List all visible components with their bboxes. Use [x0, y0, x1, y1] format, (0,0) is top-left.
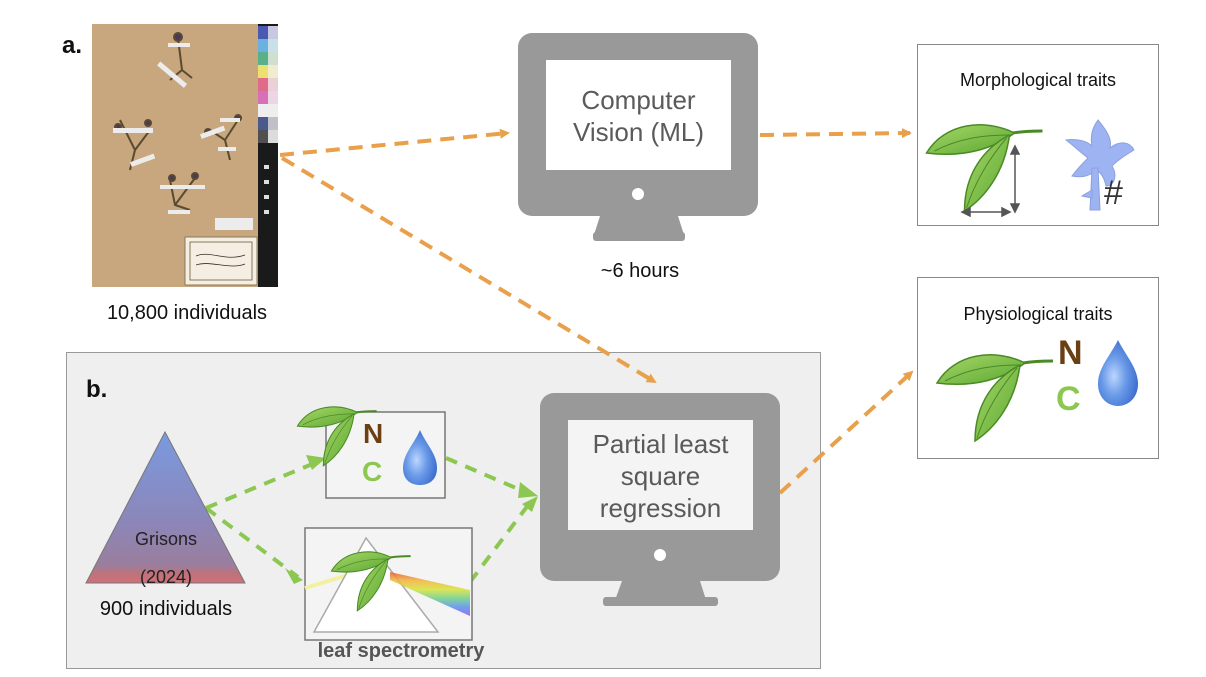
- flower-icon: [1064, 119, 1135, 211]
- plsr-line2: square: [620, 461, 701, 491]
- chem-carbon-label: C: [362, 456, 383, 487]
- arrow-herbarium-to-cv: [279, 128, 510, 157]
- physiological-traits-title: Physiological traits: [963, 304, 1113, 324]
- green-arrowheads: [285, 455, 538, 584]
- plsr-monitor-label: Partial least square regression: [568, 428, 753, 524]
- morphological-traits-title: Morphological traits: [959, 70, 1117, 90]
- cv-line2: Vision (ML): [572, 117, 704, 147]
- chem-water-drop-icon: [403, 430, 437, 485]
- duration-caption: ~6 hours: [600, 260, 680, 282]
- physio-carbon-label: C: [1056, 380, 1081, 418]
- arrow-herbarium-to-plsr: [280, 156, 657, 384]
- plsr-line1: Partial least: [592, 429, 729, 459]
- triangle-line2: (2024): [139, 567, 193, 587]
- green-arrows: [204, 456, 534, 584]
- panel-a-label: a.: [62, 32, 83, 59]
- plsr-monitor: [540, 393, 780, 606]
- grisons-triangle: [85, 430, 246, 584]
- physio-water-drop-icon: [1098, 340, 1138, 406]
- morphological-traits-box: [917, 44, 1159, 226]
- count-symbol: #: [1104, 174, 1123, 212]
- morph-measure-arrows-icon: [960, 144, 1021, 218]
- herbarium-caption: 10,800 individuals: [106, 302, 268, 324]
- triangle-label: Grisons (2024): [96, 520, 236, 596]
- panel-b-label: b.: [86, 376, 108, 403]
- cv-line1: Computer: [581, 85, 696, 115]
- spectrometry-caption: leaf spectrometry: [317, 640, 485, 662]
- computer-vision-monitor: [518, 33, 758, 241]
- triangle-line1: Grisons: [134, 529, 197, 549]
- herbarium-specimen-image: [92, 24, 278, 287]
- plsr-line3: regression: [599, 493, 722, 523]
- physio-nitrogen-label: N: [1058, 334, 1083, 372]
- physiological-traits-box: [917, 277, 1159, 459]
- cv-monitor-label: Computer Vision (ML): [546, 84, 731, 148]
- arrow-cv-to-morph: [759, 128, 912, 139]
- arrow-plsr-to-physio: [778, 370, 914, 495]
- chem-nitrogen-label: N: [363, 418, 384, 449]
- sample-caption: 900 individuals: [99, 598, 233, 620]
